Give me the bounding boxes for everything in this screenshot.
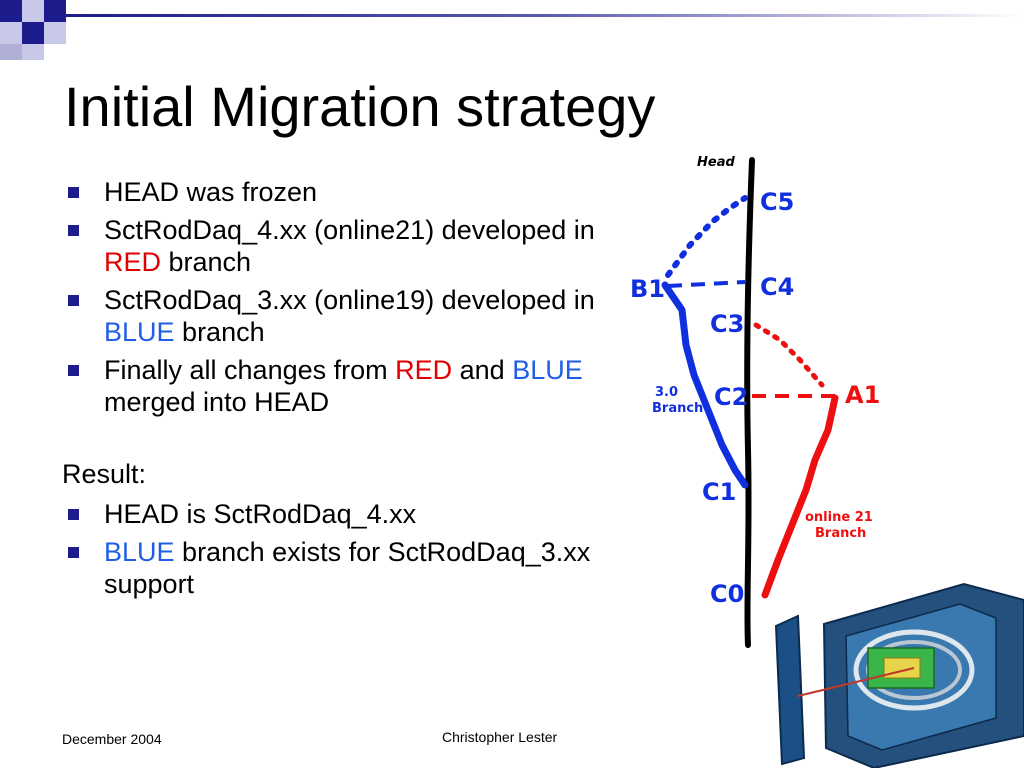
blue-dashed-merge	[667, 280, 746, 288]
blue-branch-caption: Branch	[652, 401, 703, 416]
blue-keyword: BLUE	[512, 355, 583, 385]
commit-label: C3	[710, 310, 744, 338]
bullet-text: Finally all changes from	[104, 355, 396, 385]
bullet-square-icon	[68, 365, 79, 376]
bullet-text: branch exists for SctRodDaq_3.xx support	[104, 537, 591, 599]
red-branch-caption: online 21	[805, 510, 873, 525]
detector-inner-tracker	[883, 657, 921, 679]
deco-square	[22, 22, 44, 44]
blue-keyword: BLUE	[104, 317, 175, 347]
list-item: HEAD is SctRodDaq_4.xx	[62, 498, 622, 530]
top-gradient-bar	[66, 14, 1024, 17]
commit-label: C0	[710, 580, 744, 608]
footer-date: December 2004	[62, 731, 162, 747]
blue-node-label: B1	[630, 275, 665, 303]
bullet-square-icon	[68, 225, 79, 236]
bullet-text: branch	[161, 247, 252, 277]
blue-branch-line	[661, 281, 749, 489]
blue-branch-caption: 3.0	[655, 385, 678, 400]
deco-square	[22, 0, 44, 22]
bullet-square-icon	[68, 509, 79, 520]
bullet-square-icon	[68, 295, 79, 306]
deco-square	[44, 0, 66, 22]
slide-content: HEAD was frozen SctRodDaq_4.xx (online21…	[62, 176, 622, 606]
slide-title: Initial Migration strategy	[64, 75, 656, 138]
bullet-text: HEAD was frozen	[104, 177, 318, 207]
deco-square	[44, 22, 66, 44]
blue-keyword: BLUE	[104, 537, 175, 567]
blue-dotted-line	[665, 195, 748, 278]
deco-square	[0, 44, 22, 60]
result-list: HEAD is SctRodDaq_4.xx BLUE branch exist…	[62, 498, 622, 600]
commit-label: C4	[760, 273, 794, 301]
bullet-list: HEAD was frozen SctRodDaq_4.xx (online21…	[62, 176, 622, 418]
detector-beam-line	[797, 667, 915, 697]
detector-endcap	[774, 614, 806, 766]
bullet-text: branch	[174, 317, 265, 347]
detector-calorimeter	[867, 647, 935, 689]
red-dotted-line	[753, 322, 825, 388]
deco-square	[0, 22, 22, 44]
bullet-text: SctRodDaq_4.xx (online21) developed in	[104, 215, 595, 245]
detector-illustration	[774, 582, 1024, 768]
head-label: Head	[697, 155, 735, 170]
list-item: SctRodDaq_4.xx (online21) developed in R…	[62, 214, 622, 278]
commit-label: C1	[702, 478, 736, 506]
red-keyword: RED	[104, 247, 162, 277]
detector-magnet-ring	[853, 629, 975, 711]
red-node-label: A1	[845, 381, 880, 409]
deco-square	[0, 0, 22, 22]
deco-square	[22, 44, 44, 60]
head-trunk-line	[744, 157, 755, 648]
bullet-text: and	[452, 355, 513, 385]
commit-label: C2	[714, 383, 748, 411]
list-item: Finally all changes from RED and BLUE me…	[62, 354, 622, 418]
red-branch-caption: Branch	[815, 526, 866, 541]
top-decoration	[0, 0, 1024, 60]
bullet-square-icon	[68, 187, 79, 198]
list-item: HEAD was frozen	[62, 176, 622, 208]
footer-author: Christopher Lester	[442, 729, 558, 745]
bullet-text: merged into HEAD	[104, 387, 330, 417]
bullet-text: SctRodDaq_3.xx (online19) developed in	[104, 285, 595, 315]
bullet-square-icon	[68, 547, 79, 558]
result-label: Result:	[62, 459, 147, 489]
list-item: SctRodDaq_3.xx (online19) developed in B…	[62, 284, 622, 348]
bullet-text: HEAD is SctRodDaq_4.xx	[104, 499, 417, 529]
commit-label: C5	[760, 188, 794, 216]
red-keyword: RED	[395, 355, 453, 385]
list-item: BLUE branch exists for SctRodDaq_3.xx su…	[62, 536, 622, 600]
red-branch-line	[761, 394, 839, 599]
